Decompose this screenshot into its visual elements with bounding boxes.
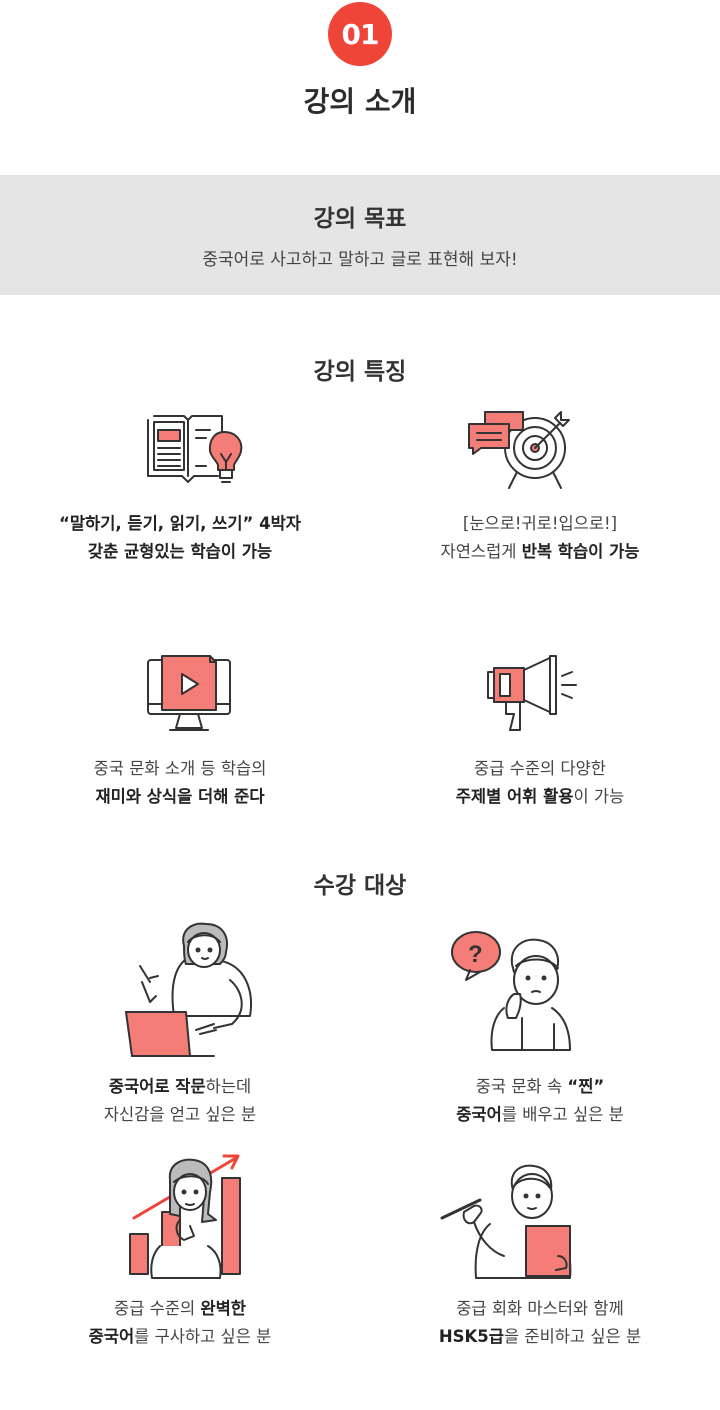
features-title: 강의 특징	[313, 359, 407, 385]
growth-chart-person-icon	[129, 1154, 241, 1279]
book-lightbulb-icon	[147, 415, 243, 483]
feature-caption-4: 중급 수준의 다양한 주제별 어휘 활용이 가능	[455, 759, 625, 806]
feature-caption-1: “말하기, 듣기, 읽기, 쓰기” 4박자 갖춘 균형있는 학습이 가능	[59, 514, 301, 561]
writing-person-icon	[440, 1164, 572, 1279]
section-number-badge: 01	[328, 2, 392, 66]
target-caption-3: 중급 수준의 완벽한 중국어를 구사하고 싶은 분	[88, 1299, 272, 1346]
feature-caption-2: [눈으로!귀로!입으로!] 자연스럽게 반복 학습이 가능	[440, 514, 640, 561]
goal-band	[0, 175, 720, 295]
megaphone-icon	[487, 655, 577, 731]
target-caption-2: 중국 문화 속 “찐” 중국어를 배우고 싶은 분	[456, 1077, 624, 1124]
page-title: 강의 소개	[303, 85, 417, 118]
target-caption-1: 중국어로 작문하는데 자신감을 얻고 싶은 분	[103, 1077, 257, 1124]
target-speech-icon	[468, 411, 570, 489]
goal-title: 강의 목표	[313, 206, 407, 232]
laptop-person-icon	[125, 922, 252, 1057]
svg-text:?: ?	[468, 941, 483, 968]
targets-title: 수강 대상	[313, 873, 407, 899]
goal-text: 중국어로 사고하고 말하고 글로 표현해 보자!	[202, 250, 518, 270]
feature-caption-3: 중국 문화 소개 등 학습의 재미와 상식을 더해 준다	[93, 759, 267, 806]
video-monitor-icon	[147, 655, 231, 731]
question-person-icon: ?	[451, 931, 571, 1051]
target-caption-4: 중급 회화 마스터와 함께 HSK5급을 준비하고 싶은 분	[438, 1299, 642, 1346]
